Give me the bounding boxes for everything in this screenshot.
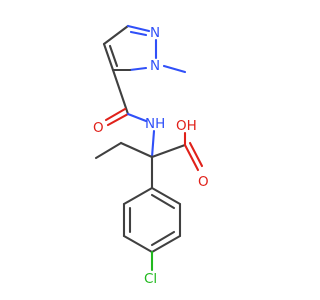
- bond-ar6-ar1: [150, 186, 182, 206]
- bond-ar3-ar4: [122, 234, 154, 254]
- atom-n-pyrazole-1: N: [150, 58, 160, 74]
- bond-calpha-cooh: [150, 143, 187, 159]
- pyrazole-ring: [102, 24, 187, 74]
- bond-cooh-o-double: [188, 141, 204, 168]
- atom-cl: Cl: [144, 271, 157, 287]
- molecule-structure: N N O NH OH O Cl: [93, 24, 209, 287]
- bond-c3-n2: [126, 24, 151, 33]
- structure-canvas: N N O NH OH O Cl: [93, 24, 209, 287]
- bond-ar4-ar5-double: [150, 230, 176, 247]
- bond-c3-n2-double: [129, 30, 148, 37]
- bond-n1-c5: [128, 66, 148, 72]
- bond-c3-c4: [102, 24, 130, 46]
- bond-ch2-ch3: [94, 141, 123, 160]
- atom-o-carbonyl: O: [93, 120, 104, 136]
- bond-nh-calpha: [150, 129, 156, 159]
- bond-c4-c5-double: [108, 44, 119, 68]
- bond-c5-carbonyl: [111, 68, 130, 116]
- bond-n1-methyl: [162, 64, 187, 74]
- bond-carbonyl-o-double: [104, 107, 127, 122]
- bond-ar1-ar2: [122, 186, 154, 206]
- amide-group: [104, 68, 156, 159]
- bond-cooh-o: [183, 143, 200, 172]
- bond-carbonyl-o: [106, 112, 130, 127]
- atom-n-pyrazole-2: N: [150, 25, 160, 41]
- bond-c4-c5: [102, 42, 115, 72]
- chlorophenyl-ring: [122, 186, 182, 272]
- atom-oh: OH: [176, 118, 197, 134]
- backbone: [94, 131, 204, 190]
- bond-carbonyl-nh: [126, 112, 148, 123]
- bond-ar4-ar5: [150, 234, 182, 254]
- atom-nh: NH: [145, 116, 165, 132]
- bond-ar6-ar1-double: [150, 193, 176, 210]
- bond-calpha-ch2: [119, 141, 154, 159]
- atom-o-acid: O: [198, 174, 209, 190]
